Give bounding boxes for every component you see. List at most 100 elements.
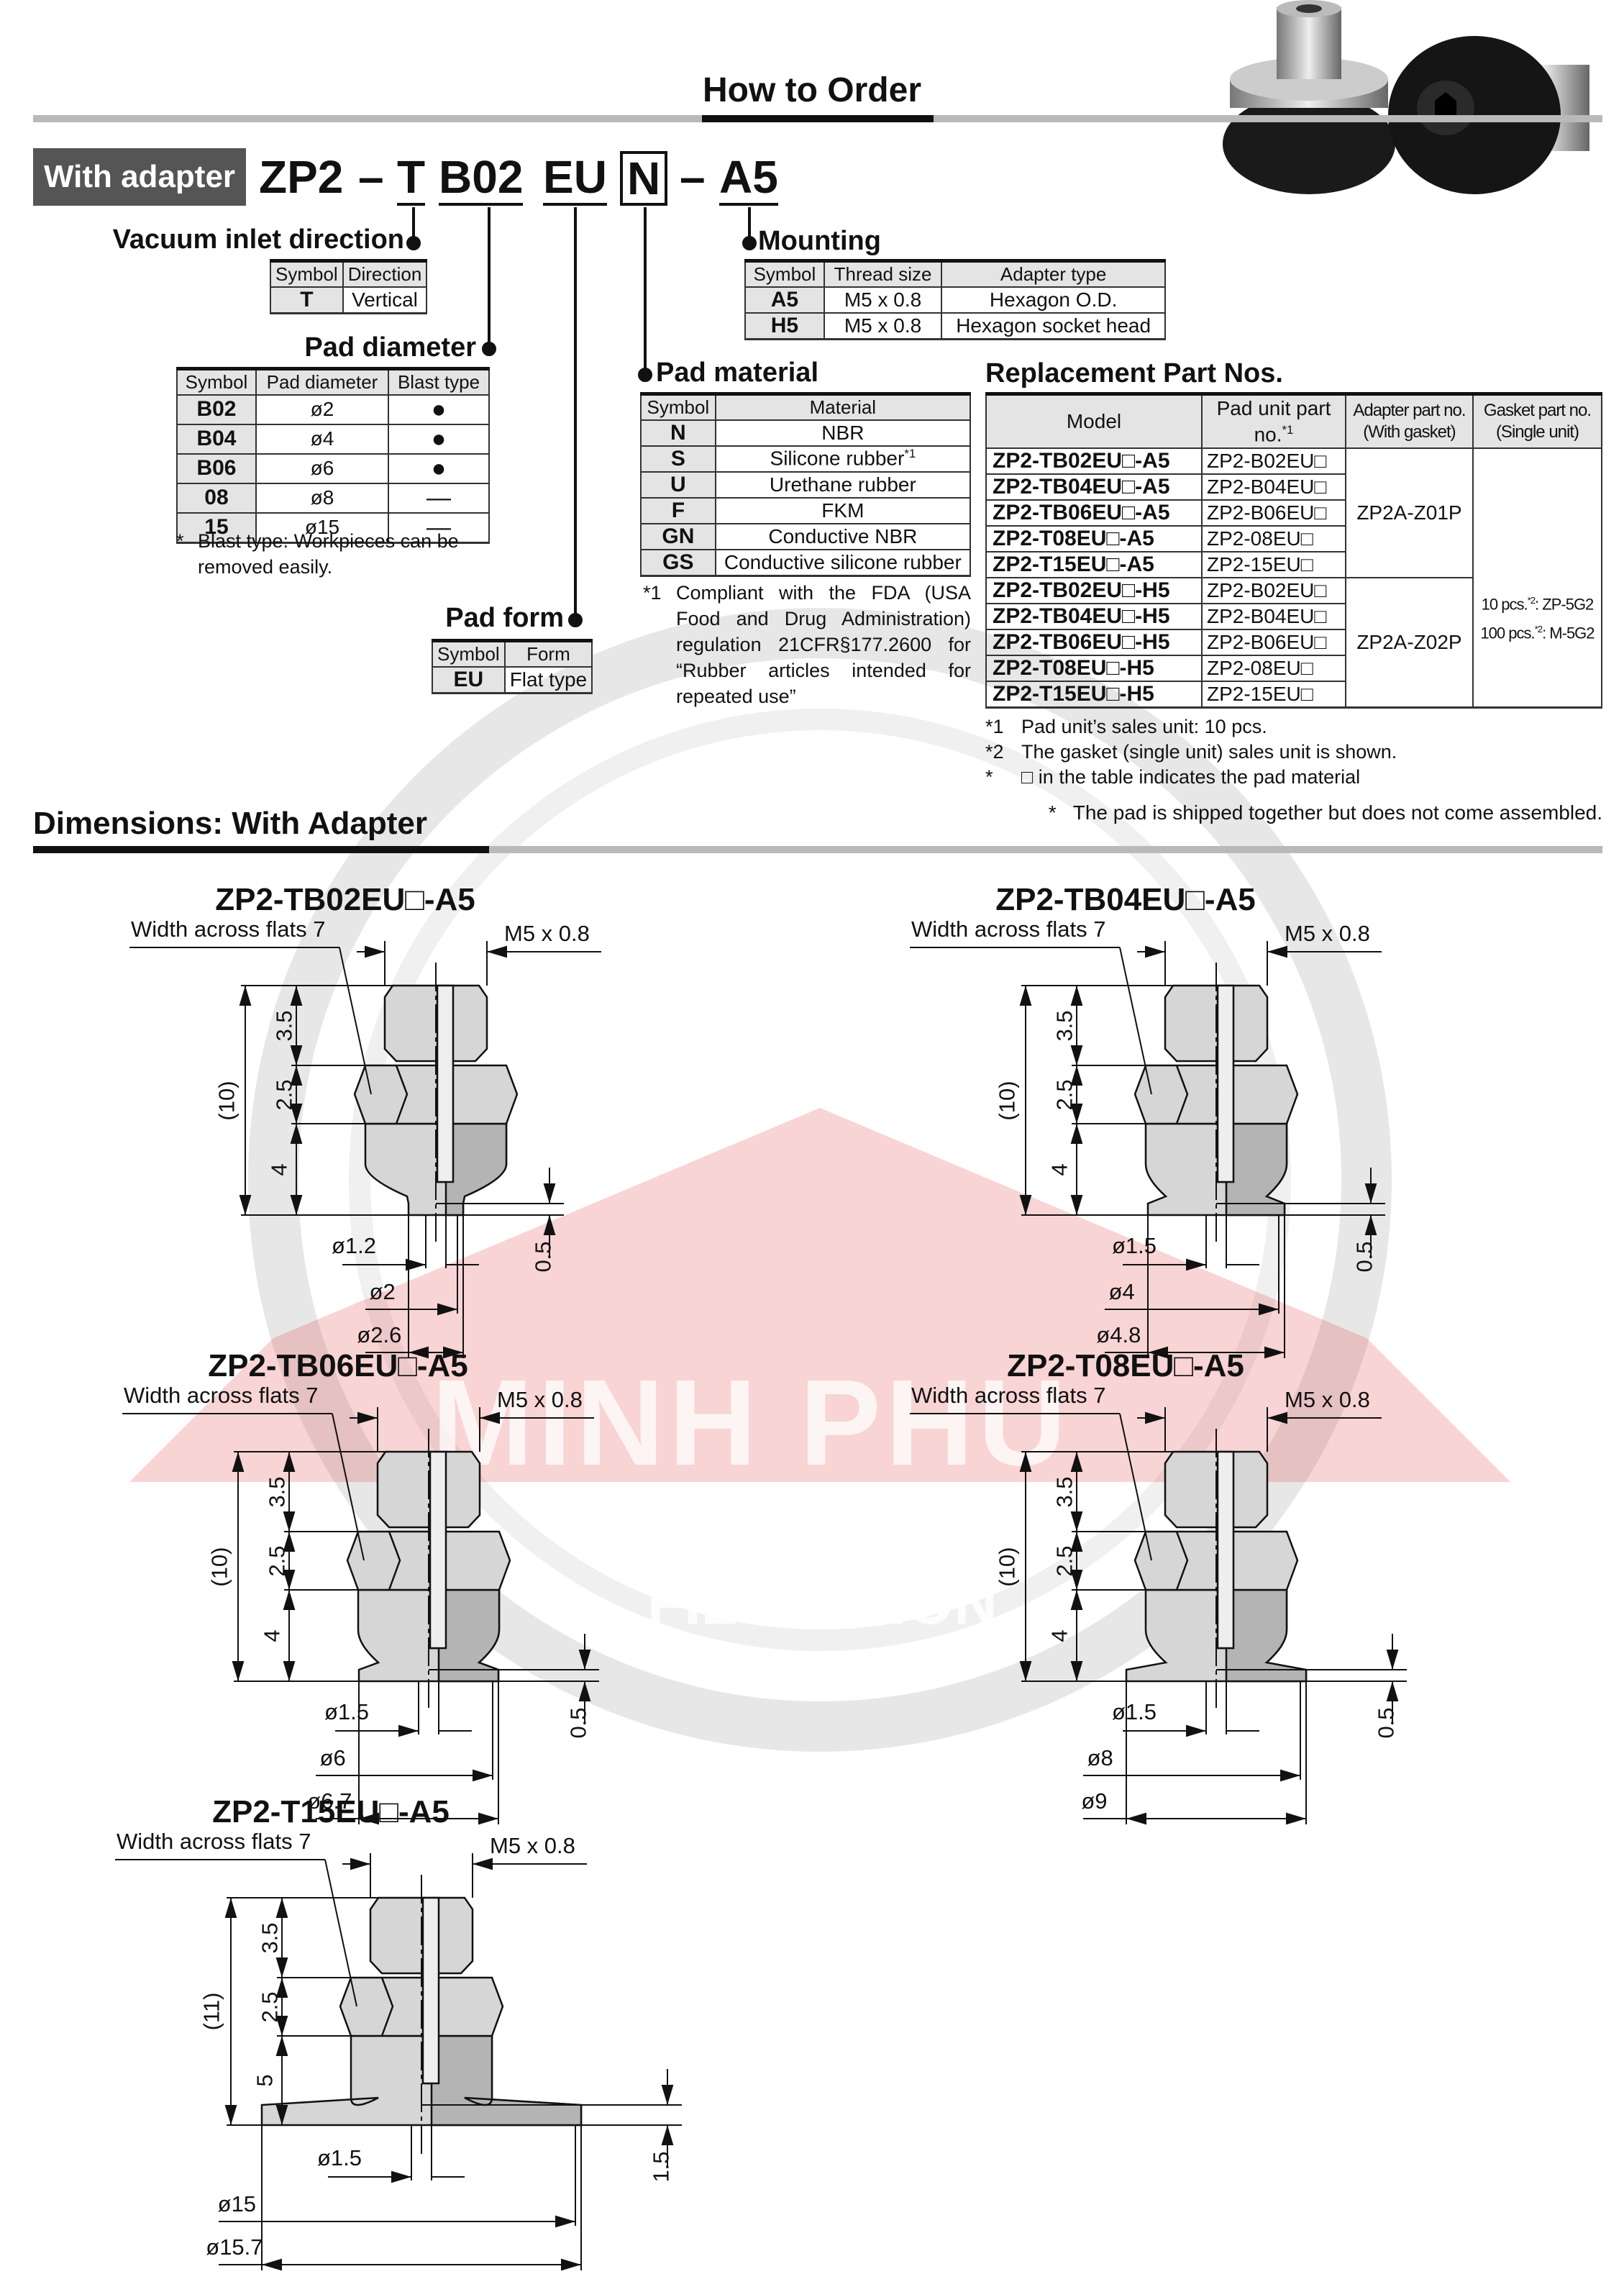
footnote-text: Pad unit’s sales unit: 10 pcs. [1021,716,1267,737]
symbol-cell: B02 [176,394,257,425]
dimension-drawing: ZP2-TB02EU□-A5 [115,876,748,1359]
part-outline [115,1853,682,2271]
height-label-pad: 4 [266,1163,292,1176]
cell-text: ø4 [310,427,334,450]
cell-text: Conductive silicone rubber [724,550,962,573]
model-cell: ZP2-TB06EU□-H5 [985,628,1203,656]
code-dash: – [358,151,384,203]
pad-unit-cell: ZP2-B04EU□ [1201,602,1346,630]
pad-diameter-label: Pad diameter [304,332,476,363]
lip-height-label: 0.5 [1351,1241,1377,1273]
pad-unit-cell: ZP2-B04EU□ [1201,473,1346,501]
gasket-qty: 10 pcs. [1481,595,1528,614]
header-subtext: (With gasket) [1363,422,1456,442]
column-header: Symbol [270,260,344,288]
cell-text: B04 [196,427,237,450]
total-height-label: (11) [199,1992,224,2031]
cell-text: Flat type [509,668,588,691]
code-prefix: ZP2 [259,151,344,203]
symbol-cell: B04 [176,423,257,455]
code-mounting: A5 [719,148,778,206]
column-header: Adapter type [941,260,1166,288]
diameter-label-outer: ø2.6 [357,1322,402,1347]
drawing-title: ZP2-TB02EU□-A5 [215,882,475,917]
column-header: Pad unit part no.*1 [1201,393,1346,449]
model-cell: ZP2-T08EU□-H5 [985,654,1203,682]
table-row: GN Conductive NBR [640,522,972,550]
dimensions-title: Dimensions: With Adapter [33,806,428,841]
value-cell: ø15 [255,511,390,543]
total-height-label: (10) [214,1080,240,1121]
column-header: Pad diameter [255,368,390,396]
column-header: Blast type [388,368,490,396]
replacement-title: Replacement Part Nos. [985,358,1283,388]
model-cell: ZP2-TB04EU□-A5 [985,473,1203,501]
gasket-line: 10 pcs.*2: ZP-5G2 [1478,588,1597,617]
part-outline [129,941,601,1359]
cell-text: — [426,513,452,541]
height-label-thread: 3.5 [271,1010,297,1042]
diameter-label-pad: ø2 [369,1279,396,1304]
cell-text: M5 x 0.8 [844,314,922,337]
value-cell: FKM [714,496,972,524]
footnote-mark: *1 [985,716,1004,737]
symbol-cell: N [640,419,716,447]
value-cell: Urethane rubber [714,470,972,499]
value-cell: Flat type [503,665,593,693]
column-header: Direction [342,260,428,288]
footnote-mark: * [1048,801,1057,824]
cell-text: Urethane rubber [769,473,916,496]
gasket-line: 100 pcs.*2: M-5G2 [1478,617,1597,645]
cell-text: — [426,483,452,511]
footnote: *1 Pad unit’s sales unit: 10 pcs. [985,714,1267,740]
diameter-label-inner: ø1.5 [1112,1233,1157,1258]
diameter-label-outer: ø15.7 [206,2234,263,2260]
thread-size-label: M5 x 0.8 [504,921,590,946]
height-label-hex: 2.5 [264,1545,290,1577]
cell-text: ø15 [304,516,340,538]
cell-text: S [670,446,685,470]
divider [33,846,489,853]
symbol-cell: 08 [176,482,257,514]
table-row: B04 ø4 ● [176,423,490,455]
header-text: Pad unit part no. [1216,396,1331,445]
column-header: Symbol [176,368,257,396]
footnote-ref: *1 [1282,422,1294,437]
value-cell: ● [388,453,490,484]
note-text: Compliant with the FDA (USA Food and Dru… [676,582,971,707]
footnote-text: The gasket (single unit) sales unit is s… [1021,741,1397,763]
cell-text: M5 x 0.8 [844,288,922,311]
height-label-hex: 2.5 [1052,1079,1077,1111]
cell-text: 08 [204,486,229,509]
symbol-cell: GN [640,522,716,550]
drawing-title: ZP2-T15EU□-A5 [212,1794,450,1829]
cell-text: Conductive NBR [768,524,918,547]
cell-text: ● [431,424,447,453]
symbol-cell: H5 [744,311,825,340]
height-label-pad: 5 [252,2074,278,2087]
cell-text: NBR [821,421,865,444]
vacuum-inlet-label: Vacuum inlet direction [112,224,404,255]
pad-unit-cell: ZP2-B06EU□ [1201,499,1346,527]
height-label-hex: 2.5 [1052,1545,1077,1577]
lip-height-label: 0.5 [565,1707,591,1739]
footnote: *□ in the table indicates the pad materi… [985,764,1360,790]
dimension-drawing: ZP2-TB04EU□-A5 [895,876,1528,1359]
model-cell: ZP2-T15EU□-H5 [985,680,1203,708]
pad-unit-cell: ZP2-08EU□ [1201,524,1346,552]
page-title: How to Order [702,71,921,109]
height-label-thread: 3.5 [1052,1476,1077,1508]
